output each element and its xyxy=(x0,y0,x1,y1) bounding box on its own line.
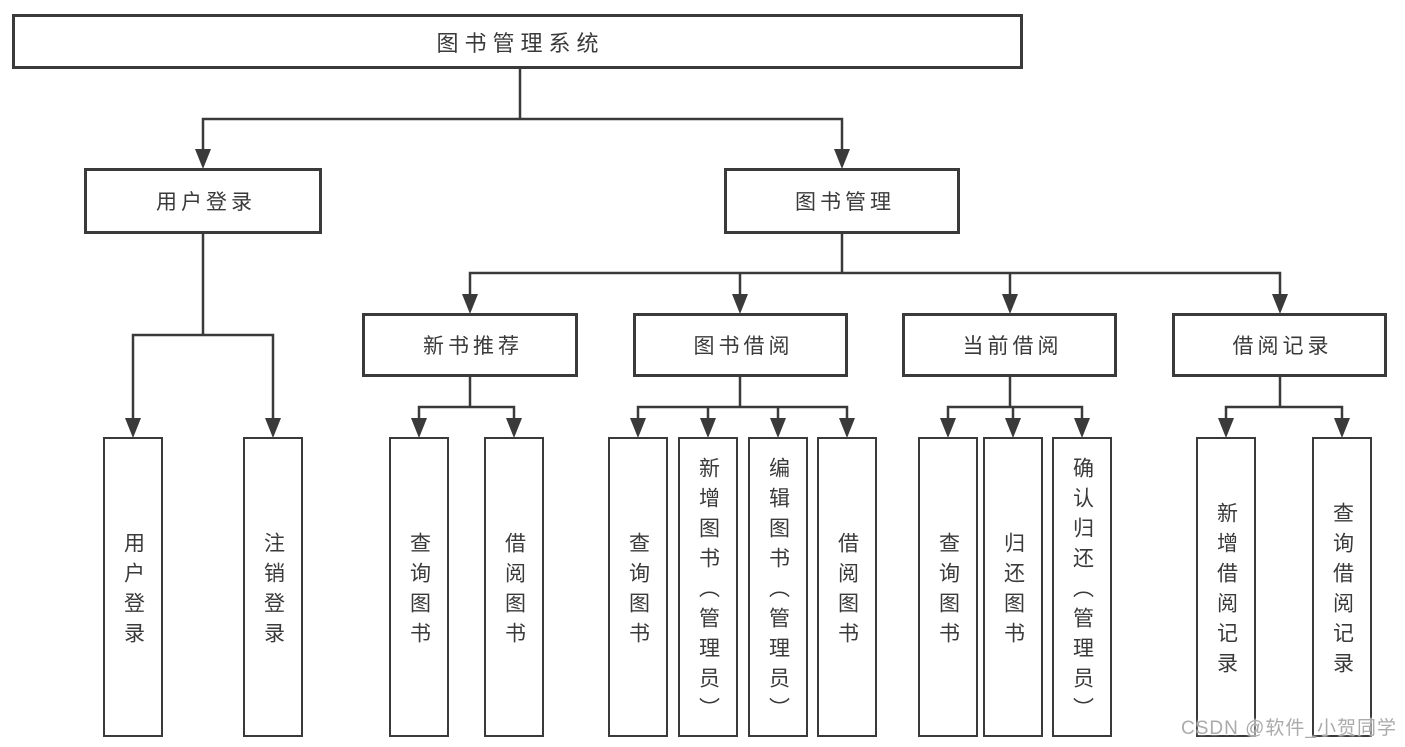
node-label: 新书推荐 xyxy=(423,335,523,358)
leaf-confirm-return-admin: 确认归还（管理员） xyxy=(1052,437,1112,737)
node-label: 用户登录 xyxy=(121,531,145,652)
node-current-borrowing: 当前借阅 xyxy=(902,313,1117,377)
leaf-query-books-current: 查询图书 xyxy=(918,437,978,737)
node-label: 图书管理 xyxy=(795,191,895,214)
node-label: 查询图书 xyxy=(936,531,960,652)
node-label: 借阅图书 xyxy=(502,531,526,652)
node-label: 当前借阅 xyxy=(962,335,1063,358)
leaf-user-login: 用户登录 xyxy=(103,437,163,737)
node-label: 查询图书 xyxy=(407,531,431,652)
leaf-query-books-recommend: 查询图书 xyxy=(389,437,449,737)
leaf-add-borrow-record: 新增借阅记录 xyxy=(1196,437,1256,737)
leaf-query-books-borrow: 查询图书 xyxy=(608,437,668,737)
node-label: 查询图书 xyxy=(626,531,650,652)
node-label: 注销登录 xyxy=(261,531,285,652)
node-label: 编辑图书（管理员） xyxy=(766,456,790,727)
node-label: 确认归还（管理员） xyxy=(1070,456,1094,727)
leaf-edit-books-admin: 编辑图书（管理员） xyxy=(748,437,808,737)
leaf-borrow-books-recommend: 借阅图书 xyxy=(484,437,544,737)
node-book-borrowing: 图书借阅 xyxy=(633,313,848,377)
node-label: 新增借阅记录 xyxy=(1214,501,1238,682)
leaf-return-books: 归还图书 xyxy=(983,437,1043,737)
node-label: 图书借阅 xyxy=(693,335,794,358)
node-label: 新增图书（管理员） xyxy=(696,456,720,727)
node-library-management-system: 图书管理系统 xyxy=(12,14,1023,69)
node-label: 借阅图书 xyxy=(835,531,859,652)
leaf-borrow-books: 借阅图书 xyxy=(817,437,877,737)
node-label: 借阅记录 xyxy=(1232,335,1333,358)
watermark-text: CSDN @软件_小贺同学 xyxy=(1181,718,1397,739)
node-label: 查询借阅记录 xyxy=(1330,501,1354,682)
node-new-book-recommendation: 新书推荐 xyxy=(362,313,578,377)
node-book-management: 图书管理 xyxy=(724,168,960,234)
leaf-query-borrow-record: 查询借阅记录 xyxy=(1312,437,1372,737)
node-label: 图书管理系统 xyxy=(436,30,605,56)
leaf-logout: 注销登录 xyxy=(243,437,303,737)
node-label: 归还图书 xyxy=(1001,531,1025,652)
node-user-login: 用户登录 xyxy=(84,168,322,234)
leaf-add-books-admin: 新增图书（管理员） xyxy=(678,437,738,737)
node-borrowing-records: 借阅记录 xyxy=(1172,313,1387,377)
node-label: 用户登录 xyxy=(156,191,256,214)
